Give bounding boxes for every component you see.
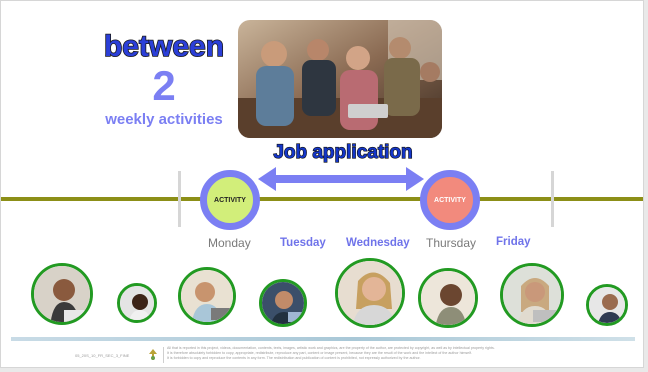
day-tuesday: Tuesday xyxy=(280,237,326,249)
footer-document-code: 05_20S_10_FR_SEC_3_FINE xyxy=(75,353,130,358)
day-monday: Monday xyxy=(208,236,251,250)
person-photo xyxy=(117,283,157,323)
people-photos xyxy=(1,257,643,331)
person-photo xyxy=(178,267,236,325)
activity-label: ACTIVITY xyxy=(214,196,246,204)
day-friday: Friday xyxy=(496,236,531,248)
person-photo xyxy=(500,263,564,327)
person-photo xyxy=(31,263,93,325)
timeline-line xyxy=(1,197,643,201)
person-photo xyxy=(335,258,405,328)
footer-separator xyxy=(163,347,164,363)
footer-legal-notice: All that is reported in this project, vi… xyxy=(167,346,597,361)
person-photo xyxy=(586,284,628,326)
person-photo xyxy=(259,279,307,327)
double-arrow-icon xyxy=(258,167,424,191)
activity-label: ACTIVITY xyxy=(434,196,466,204)
legal-line: It is forbidden to copy and reproduce th… xyxy=(167,356,421,360)
headline-number: 2 xyxy=(152,62,176,109)
job-application-title: Job application xyxy=(273,141,414,163)
timeline-tick-right xyxy=(551,171,554,227)
timeline-tick-left xyxy=(178,171,181,227)
activity-circle-monday: ACTIVITY xyxy=(200,170,260,230)
recycle-logo-icon xyxy=(149,349,157,360)
headline-word: between xyxy=(103,30,225,64)
legal-line: It is therefore absolutely forbidden to … xyxy=(167,351,472,355)
team-photo xyxy=(238,20,442,138)
day-wednesday: Wednesday xyxy=(346,237,410,249)
headline-subtitle: weekly activities xyxy=(105,111,223,128)
headline: between 2 weekly activities xyxy=(93,30,235,129)
activity-circle-thursday: ACTIVITY xyxy=(420,170,480,230)
person-photo xyxy=(418,268,478,328)
legal-line: All that is reported in this project, vi… xyxy=(167,346,495,350)
day-thursday: Thursday xyxy=(426,236,477,250)
footer-divider xyxy=(11,337,635,341)
